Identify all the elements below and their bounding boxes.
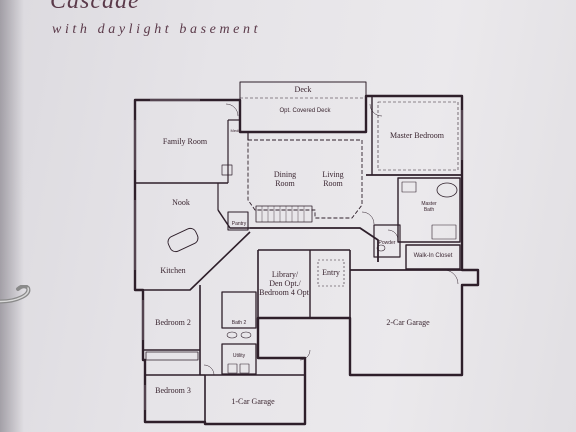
kitchen-wall [143,231,251,291]
stair-hall-wall [250,227,379,262]
room-label-library: Library/ Den Opt./ Bedroom 4 Opt. [259,270,311,297]
room-label-powder: Powder [378,240,396,246]
room-label-deck: Deck [294,85,312,94]
washer-icon [227,363,238,374]
toilet-icon [376,244,386,252]
vanity-icon [401,181,417,193]
stair-treads [261,206,305,222]
room-label-entry: Entry [322,268,340,277]
room-label-master-bedroom: Master Bedroom [390,131,444,140]
binder-ring-icon [0,285,31,304]
shower-icon [431,224,457,240]
sink-icon [226,331,238,339]
room-label-media: Media [230,128,242,133]
room-label-bedroom-2: Bedroom 2 [155,318,191,327]
plan-subtitle: with daylight basement [52,22,262,37]
dining-living-outline [247,139,363,219]
page-shadow [0,0,24,432]
plan-title: Cascade [50,0,140,14]
sink-icon [240,331,252,339]
room-label-2-car-garage: 2-Car Garage [386,318,430,327]
room-label-covered-deck: Opt. Covered Deck [279,108,331,114]
room-label-family-room: Family Room [162,137,208,146]
kitchen-island-icon [167,227,199,253]
room-label-pantry: Pantry [231,221,247,227]
room-label-1-car-garage: 1-Car Garage [231,397,275,406]
room-label-walk-in-closet: Walk-In Closet [413,253,453,259]
room-label-kitchen: Kitchen [160,266,186,275]
walk-in-closet-outline [405,244,461,270]
closet-outline [145,351,199,361]
master-bedroom-inner [377,101,459,171]
room-label-bedroom-3: Bedroom 3 [155,386,191,395]
entry-outline [317,259,345,287]
fridge-icon [221,164,233,176]
utility-outline [221,343,257,375]
room-label-nook: Nook [172,198,190,207]
tub-icon [436,182,458,198]
bath-2-outline [221,291,257,329]
room-label-living-room: Living Room [322,170,344,188]
windows [134,99,463,410]
stairs-icon [255,205,313,223]
room-label-dining-room: Dining Room [273,170,297,188]
door-swings [203,103,459,376]
room-label-master-bath: Master Bath [421,201,437,213]
pantry-outline [227,211,249,231]
powder-outline [373,224,401,258]
dryer-icon [239,363,250,374]
room-label-utility: Utility [232,353,246,359]
master-bath-outline [397,177,461,243]
hall-wall [217,209,250,229]
room-label-bath-2: Bath 2 [231,320,247,326]
